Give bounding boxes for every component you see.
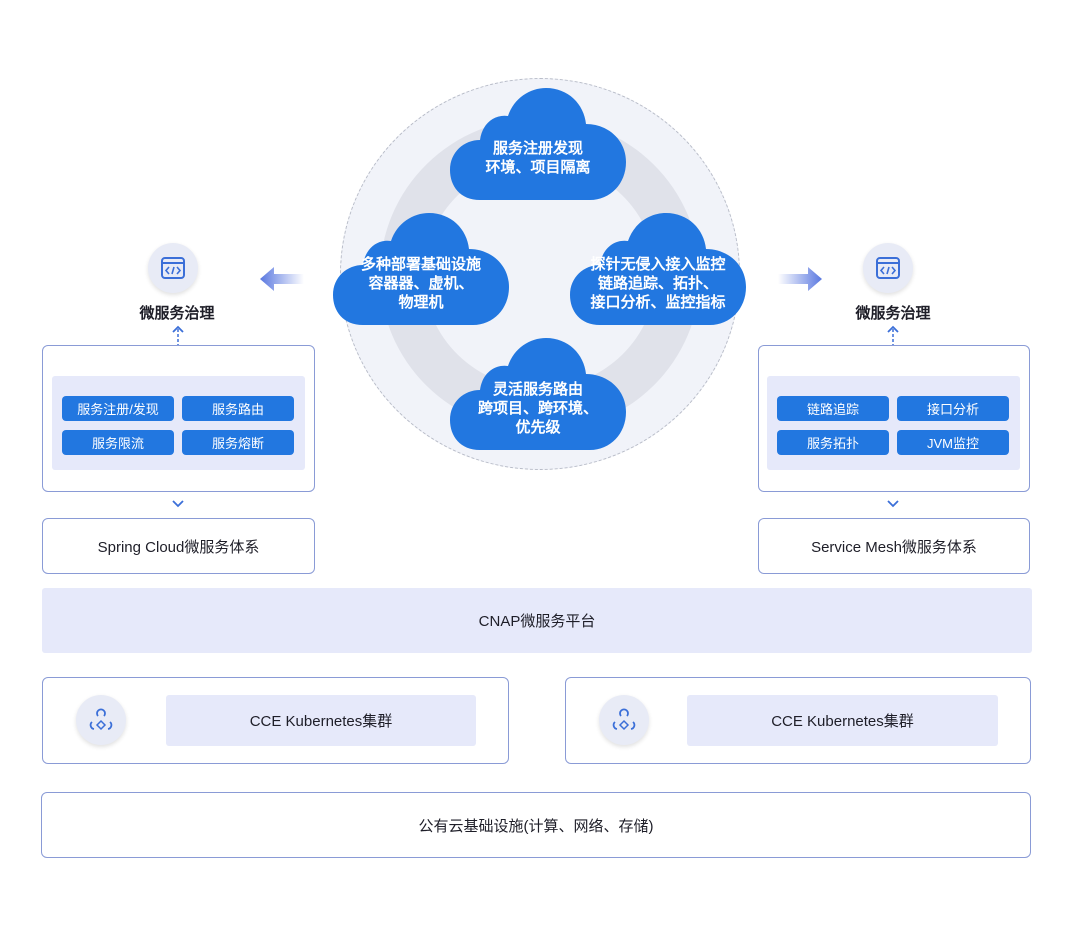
cloud-line: 灵活服务路由 [492, 380, 583, 398]
chevron-down-icon [887, 500, 899, 508]
cloud-line: 物理机 [398, 293, 444, 311]
cluster-icon [599, 695, 649, 745]
governance-features-right [767, 376, 1020, 470]
cloud-line: 链路追踪、拓扑、 [597, 274, 718, 292]
chip-jvm-monitoring: JVM监控 [897, 430, 1009, 455]
chip-circuit-breaker: 服务熔断 [182, 430, 294, 455]
cloud-line: 接口分析、监控指标 [590, 293, 726, 311]
chip-topology: 服务拓扑 [777, 430, 889, 455]
governance-features-left [52, 376, 305, 470]
chip-api-analysis: 接口分析 [897, 396, 1009, 421]
code-window-icon [863, 243, 913, 293]
cnap-platform: CNAP微服务平台 [42, 588, 1032, 653]
chevron-down-icon [172, 500, 184, 508]
chip-tracing: 链路追踪 [777, 396, 889, 421]
arrow-left-icon [260, 267, 304, 291]
cloud-line: 服务注册发现 [492, 140, 583, 157]
code-window-icon [148, 243, 198, 293]
service-mesh-system: Service Mesh微服务体系 [758, 518, 1030, 574]
cluster-label-1: CCE Kubernetes集群 [166, 695, 476, 746]
chip-rate-limiting: 服务限流 [62, 430, 174, 455]
cloud-routing-text: 灵活服务路由 跨项目、跨环境、 优先级 [450, 368, 626, 448]
cloud-line: 多种部署基础设施 [360, 255, 481, 273]
chip-service-registry: 服务注册/发现 [62, 396, 174, 421]
cluster-icon [76, 695, 126, 745]
cloud-line: 跨项目、跨环境、 [477, 399, 598, 417]
public-cloud-infrastructure: 公有云基础设施(计算、网络、存储) [41, 792, 1031, 858]
cluster-label-2: CCE Kubernetes集群 [687, 695, 998, 746]
spring-cloud-system: Spring Cloud微服务体系 [42, 518, 315, 574]
chip-service-routing: 服务路由 [182, 396, 294, 421]
cloud-line: 环境、项目隔离 [485, 159, 591, 176]
arrow-right-icon [778, 267, 822, 291]
cloud-deployment-text: 多种部署基础设施 容器器、虚机、 物理机 [333, 243, 509, 323]
cloud-line: 优先级 [515, 418, 561, 436]
cloud-service-discovery-text: 服务注册发现 环境、项目隔离 [450, 118, 626, 198]
cloud-monitoring-text: 探针无侵入接入监控 链路追踪、拓扑、 接口分析、监控指标 [570, 243, 746, 323]
governance-title: 微服务治理 [139, 305, 215, 322]
cloud-line: 探针无侵入接入监控 [590, 255, 726, 273]
cloud-line: 容器器、虚机、 [368, 274, 474, 292]
governance-title: 微服务治理 [855, 305, 931, 322]
